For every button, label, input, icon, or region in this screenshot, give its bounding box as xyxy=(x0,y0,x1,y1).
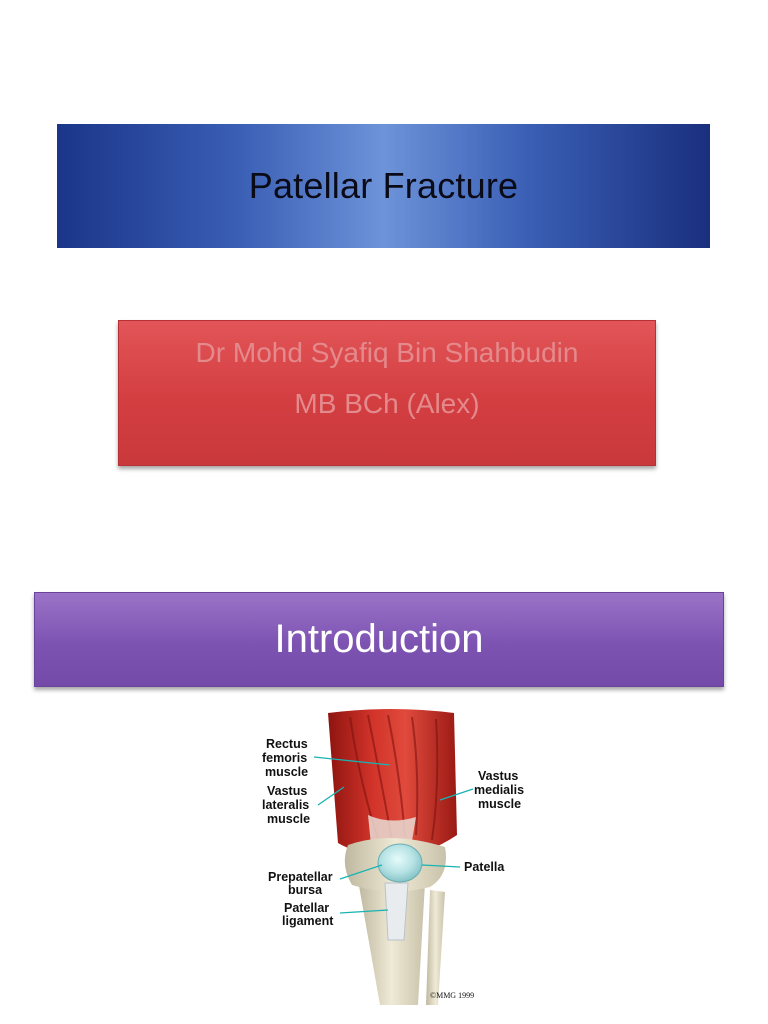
patella-bone xyxy=(377,843,423,883)
label-rectus-2: femoris xyxy=(262,751,307,765)
label-ligament-1: Patellar xyxy=(284,901,329,915)
label-rectus-3: muscle xyxy=(265,765,308,779)
intro-banner: Introduction xyxy=(34,592,724,687)
label-rectus-1: Rectus xyxy=(266,737,308,751)
label-vmed-1: Vastus xyxy=(478,769,518,783)
thigh-muscles xyxy=(328,709,457,856)
fibula xyxy=(426,890,445,1005)
label-patella: Patella xyxy=(464,860,505,874)
slide-title: Patellar Fracture xyxy=(248,165,519,206)
label-vlat-3: muscle xyxy=(267,812,310,826)
author-name: Dr Mohd Syafiq Bin Shahbudin xyxy=(195,337,579,368)
intro-heading: Introduction xyxy=(274,617,484,661)
muscle-striations xyxy=(349,714,439,846)
label-bursa-2: bursa xyxy=(288,883,323,897)
label-vlat-1: Vastus xyxy=(267,784,307,798)
patellar-ligament xyxy=(384,882,409,941)
label-vmed-2: medialis xyxy=(474,783,524,797)
label-vmed-3: muscle xyxy=(478,797,521,811)
label-vlat-2: lateralis xyxy=(262,798,309,812)
knee-anatomy-illustration: Rectus femoris muscle Vastus lateralis m… xyxy=(262,709,524,1005)
leader-lines xyxy=(313,756,474,914)
copyright-text: ©MMG 1999 xyxy=(430,991,474,1000)
label-ligament-2: ligament xyxy=(282,914,334,928)
label-bursa-1: Prepatellar xyxy=(268,870,333,884)
knee-anatomy-figure: Rectus femoris muscle Vastus lateralis m… xyxy=(240,705,540,1010)
author-box: Dr Mohd Syafiq Bin Shahbudin MB BCh (Ale… xyxy=(118,320,656,466)
author-credentials: MB BCh (Alex) xyxy=(294,388,480,419)
title-banner: Patellar Fracture xyxy=(57,124,710,248)
